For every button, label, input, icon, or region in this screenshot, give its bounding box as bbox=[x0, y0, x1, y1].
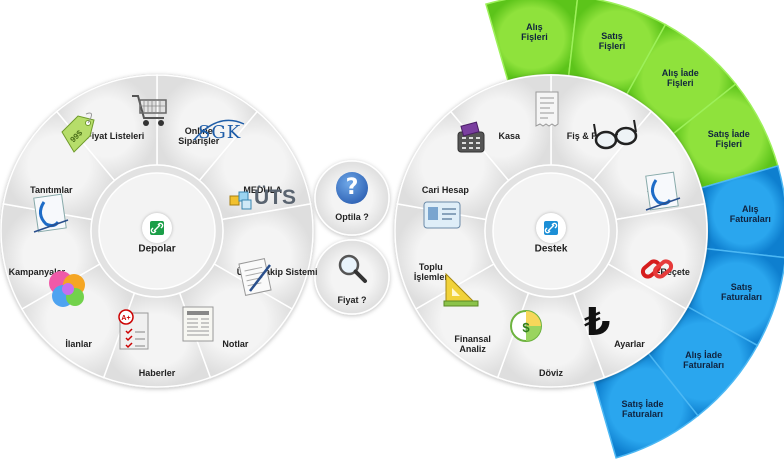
green-arc-label-2[interactable]: Alış İade Fişleri bbox=[661, 68, 699, 89]
blue-arc-label-2[interactable]: Alış İade Faturaları bbox=[683, 350, 725, 371]
right-item-label-8[interactable]: Kasa bbox=[498, 131, 521, 142]
colorful-bubbles-icon bbox=[49, 271, 85, 307]
svg-text:A+: A+ bbox=[121, 315, 130, 322]
left-item-label-4[interactable]: Haberler bbox=[138, 368, 176, 378]
presentation-icon bbox=[33, 193, 69, 233]
depolar-label[interactable]: Depolar bbox=[138, 243, 176, 255]
checklist-icon: A+ bbox=[118, 309, 149, 350]
magnifier-icon bbox=[338, 254, 367, 283]
right-item-label-7[interactable]: Cari Hesap bbox=[421, 185, 469, 195]
glasses-icon bbox=[593, 119, 638, 150]
ruler-triangle-icon bbox=[443, 272, 479, 307]
left-item-label-1[interactable]: MEDULA bbox=[243, 185, 282, 195]
uts-cubes-icon bbox=[229, 191, 252, 210]
left-item-label-7[interactable]: Tanıtımlar bbox=[30, 185, 73, 195]
right-item-label-6[interactable]: Toplu İşlemler bbox=[413, 262, 448, 283]
blue-arc-label-3[interactable]: Satış İade Faturaları bbox=[621, 398, 664, 419]
green-arc-label-1[interactable]: Satış Fişleri bbox=[598, 30, 626, 51]
optila-label: Optila ? bbox=[335, 212, 369, 222]
newspaper-icon bbox=[182, 306, 214, 342]
receipt-icon bbox=[535, 91, 559, 127]
lira-icon: ₺ bbox=[584, 300, 611, 344]
left-item-label-0[interactable]: Online Siparişler bbox=[178, 126, 220, 147]
left-item-label-6[interactable]: Kampanyalar bbox=[8, 267, 66, 278]
id-card-icon bbox=[423, 201, 461, 229]
fiyat-button-bg bbox=[314, 239, 390, 315]
blue-arc-label-1[interactable]: Satış Faturaları bbox=[720, 281, 762, 302]
pie-chart-icon: $ bbox=[510, 310, 542, 342]
right-item-label-5[interactable]: Finansal Analiz bbox=[454, 334, 491, 355]
destek-label[interactable]: Destek bbox=[534, 243, 568, 255]
left-item-label-5[interactable]: İlanlar bbox=[65, 339, 92, 350]
green-arc-label-0[interactable]: Alış Fişleri bbox=[521, 21, 548, 42]
destek-center-icon[interactable] bbox=[536, 213, 566, 243]
fiyat-query-button[interactable]: Fiyat ? bbox=[314, 240, 390, 312]
link-icon bbox=[640, 259, 674, 279]
optila-button[interactable]: ? Optila ? bbox=[314, 162, 390, 234]
right-item-label-2[interactable]: e-Reçete bbox=[652, 267, 690, 278]
right-item-label-4[interactable]: Döviz bbox=[538, 368, 564, 378]
svg-text:$: $ bbox=[522, 320, 530, 335]
price-tag-icon: 99$ bbox=[61, 112, 95, 153]
question-mark-icon: ? bbox=[336, 172, 368, 204]
depolar-center-icon[interactable] bbox=[142, 213, 172, 243]
prescription-icon bbox=[645, 171, 681, 211]
sgk-swoosh bbox=[193, 119, 245, 141]
fiyat-query-label: Fiyat ? bbox=[337, 295, 367, 305]
blue-arc-label-0[interactable]: Alış Faturaları bbox=[729, 204, 771, 225]
green-arc-label-3[interactable]: Satış İade Fişleri bbox=[707, 129, 750, 150]
right-item-label-3[interactable]: Ayarlar bbox=[614, 339, 645, 350]
left-item-label-8[interactable]: Fiyat Listeleri bbox=[86, 131, 145, 142]
notes-icon bbox=[238, 258, 272, 296]
uts-logo-icon: ÜTS bbox=[254, 186, 296, 209]
left-item-label-3[interactable]: Notlar bbox=[222, 339, 249, 350]
shopping-cart-icon bbox=[132, 95, 167, 126]
pos-terminal-icon bbox=[457, 121, 485, 153]
